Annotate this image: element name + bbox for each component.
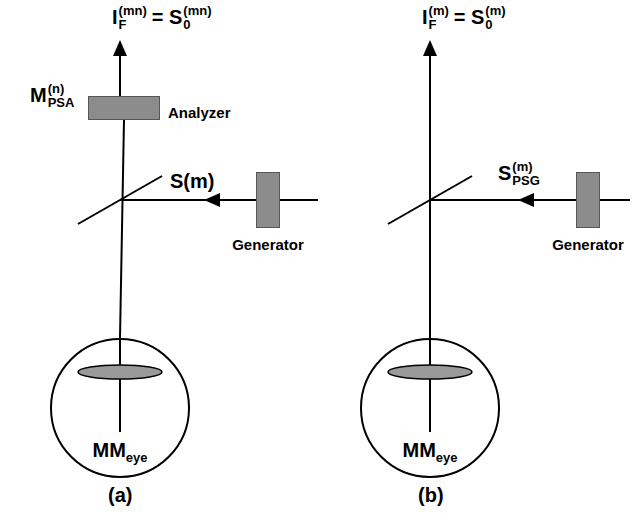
label-text: F	[119, 18, 127, 32]
element-name: Generator	[232, 236, 304, 253]
eye-label: MMeye	[50, 439, 190, 462]
grey-block	[576, 172, 600, 228]
matrix-subscript: eye	[436, 450, 458, 465]
label-text: (m)	[485, 4, 505, 18]
label-text: S(m)	[170, 170, 214, 193]
label-text: PSA	[48, 96, 75, 110]
arrow-head	[204, 193, 220, 207]
arrow-head	[423, 40, 437, 56]
element-name: Generator	[552, 236, 624, 253]
output-beam	[119, 52, 121, 96]
formula-label: S(m)PSG	[498, 160, 540, 187]
element-name: Analyzer	[168, 104, 231, 121]
label-text: = S	[152, 6, 183, 29]
optical-element: Generator	[256, 172, 280, 228]
label-text: 0	[485, 18, 492, 32]
label-text: (m)	[512, 160, 532, 174]
grey-block	[256, 172, 280, 228]
arrow-head	[518, 193, 534, 207]
formula-label: (a)	[108, 484, 132, 507]
label-text: 0	[183, 18, 190, 32]
eye-axis	[119, 338, 121, 432]
label-text: (mn)	[119, 4, 147, 18]
formula-label: (b)	[418, 484, 444, 507]
optical-element: Analyzer	[88, 96, 160, 120]
optical-element: Generator	[576, 172, 600, 228]
arrow-head	[113, 40, 127, 56]
formula-label: S(m)	[170, 170, 214, 193]
label-text: (a)	[108, 484, 132, 507]
label-text: (b)	[418, 484, 444, 507]
formula-label: M(n)PSA	[30, 82, 74, 109]
formula-label: I(m)F= S(m)0	[422, 4, 506, 31]
script-stack: (m)F	[429, 4, 449, 31]
label-text: I	[112, 6, 118, 29]
eye-model: MMeye	[360, 338, 500, 478]
panel-b-optics	[388, 52, 630, 432]
grey-block	[88, 96, 160, 120]
eye-lens	[388, 365, 472, 379]
script-stack: (mn)0	[183, 4, 211, 31]
eye-label: MMeye	[360, 439, 500, 462]
matrix-symbol: MM	[92, 439, 125, 461]
script-stack: (n)PSA	[48, 82, 75, 109]
label-text: PSG	[512, 174, 539, 188]
script-stack: (m)PSG	[512, 160, 539, 187]
matrix-symbol: MM	[402, 439, 435, 461]
label-text: = S	[454, 6, 485, 29]
label-text: M	[30, 84, 47, 107]
panel-a-optics	[78, 52, 318, 432]
eye-model: MMeye	[50, 338, 190, 478]
label-text: I	[422, 6, 428, 29]
label-text: (n)	[48, 82, 65, 96]
label-text: S	[498, 162, 511, 185]
label-text: (m)	[429, 4, 449, 18]
matrix-subscript: eye	[126, 450, 148, 465]
eye-axis	[429, 338, 431, 432]
beam-path	[120, 120, 124, 338]
label-text: (mn)	[183, 4, 211, 18]
output-beam	[429, 52, 431, 338]
eye-lens	[78, 365, 162, 379]
label-text: F	[429, 18, 437, 32]
script-stack: (mn)F	[119, 4, 147, 31]
formula-label: I(mn)F= S(mn)0	[112, 4, 211, 31]
script-stack: (m)0	[485, 4, 505, 31]
